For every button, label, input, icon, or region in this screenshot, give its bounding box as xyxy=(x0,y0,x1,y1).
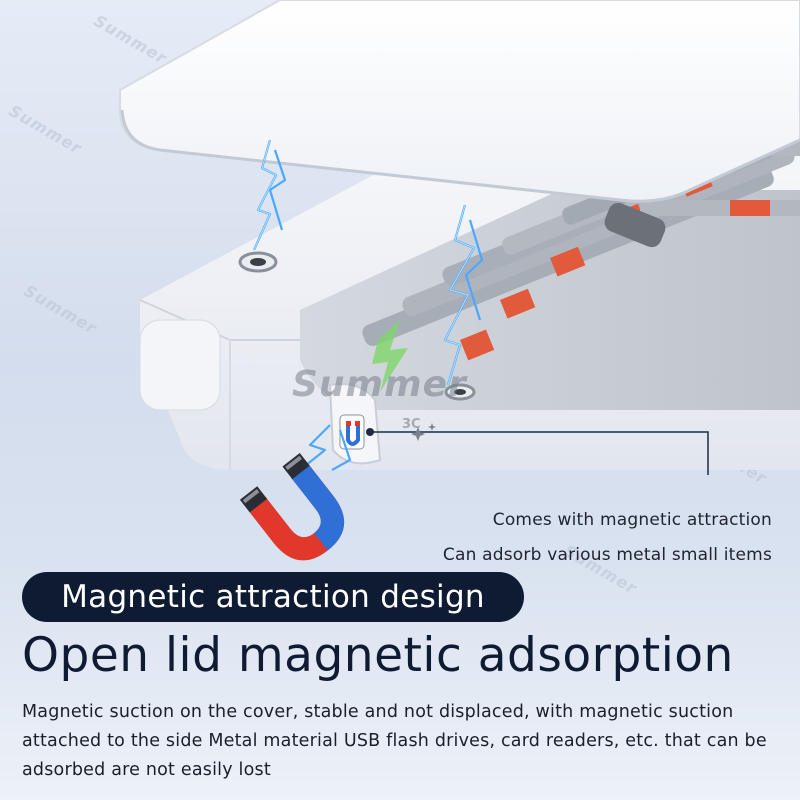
callout-line1: Comes with magnetic attraction xyxy=(492,510,772,530)
description: Magnetic suction on the cover, stable an… xyxy=(22,702,767,780)
brand-logo-sub: 3C xyxy=(402,417,421,432)
logo-bolt-icon xyxy=(372,320,408,392)
headline: Open lid magnetic adsorption xyxy=(22,628,734,683)
magnet-symbol-icon xyxy=(346,421,360,446)
feature-pill: Magnetic attraction design xyxy=(22,572,524,622)
callout-line xyxy=(370,431,709,475)
box-lid xyxy=(119,0,800,203)
horseshoe-magnet-icon xyxy=(239,452,345,561)
sparkle-icon xyxy=(411,423,436,441)
lightning-glow xyxy=(253,139,475,386)
callout-line2: Can adsorb various metal small items xyxy=(442,545,772,565)
callout-dot xyxy=(366,428,374,436)
brand-logo: Summer xyxy=(292,364,467,405)
